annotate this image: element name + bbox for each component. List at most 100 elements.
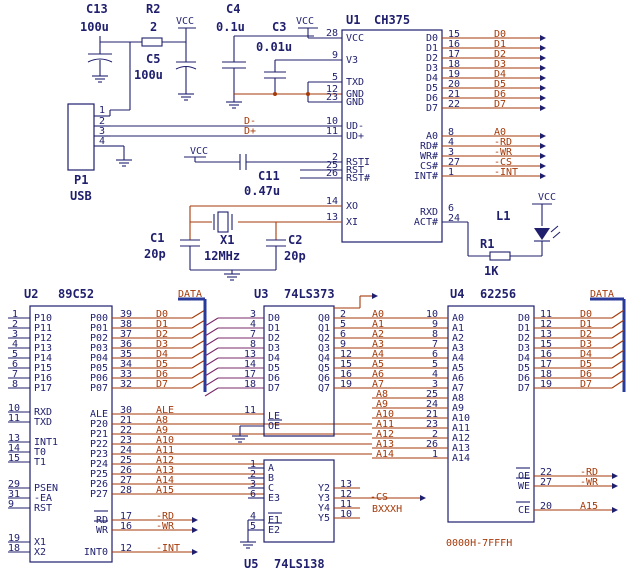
u1-pin-name: UD- xyxy=(346,121,364,132)
bus-entry xyxy=(204,327,219,337)
u2-pin-name: TXD xyxy=(34,417,52,428)
u4-pin-name: D0 xyxy=(518,313,530,324)
u4-pin-num: 27 xyxy=(540,477,552,488)
bus-label-data-right: DATA xyxy=(590,289,614,300)
u2-pin-num: 12 xyxy=(120,543,132,554)
u2-pin-name: P21 xyxy=(90,429,108,440)
u5-pin-name: E3 xyxy=(268,493,280,504)
u5-ref: U5 xyxy=(244,557,258,571)
u1-pin-num: 17 xyxy=(448,49,460,60)
u3-pin-num: 3 xyxy=(250,309,256,320)
u1-pin-name: D1 xyxy=(426,43,438,54)
r1-value: 1K xyxy=(484,264,499,278)
u2-pin-num: 38 xyxy=(120,319,132,330)
u4-pin-name: A12 xyxy=(452,433,470,444)
c11-ref: C11 xyxy=(258,169,280,183)
u5-pin-name: Y2 xyxy=(318,483,330,494)
u1-pin-name: RSTI xyxy=(346,157,370,168)
net-label: D6 xyxy=(494,89,506,100)
u4-pin-name: A2 xyxy=(452,333,464,344)
u2-pin-name: P17 xyxy=(34,383,52,394)
u2-pin-num: 15 xyxy=(8,453,20,464)
u4-pin-name: D2 xyxy=(518,333,530,344)
u3-pin-num: 19 xyxy=(340,379,352,390)
usb-pin-2: 2 xyxy=(99,116,105,127)
u3-pin-num: 6 xyxy=(340,329,346,340)
net-label: A1 xyxy=(372,319,384,330)
u3-part: 74LS373 xyxy=(284,287,335,301)
u2-pin-num: 6 xyxy=(12,359,18,370)
u2-pin-num: 25 xyxy=(120,455,132,466)
net-label: -WR xyxy=(494,147,513,158)
net-label: D1 xyxy=(156,319,168,330)
u3-pin-num: 14 xyxy=(244,359,256,370)
u1-pin-num: 24 xyxy=(448,213,460,224)
u2-pin-name: P06 xyxy=(90,373,108,384)
u2-pin-num: 11 xyxy=(8,413,20,424)
arrow-icon xyxy=(540,65,546,71)
u4-pin-name: D6 xyxy=(518,373,530,384)
u2-pin-name: P02 xyxy=(90,333,108,344)
usb-pin-3: 3 xyxy=(99,126,105,137)
u3-pin-name: Q1 xyxy=(318,323,330,334)
u3-pin-num: 2 xyxy=(340,309,346,320)
u5-pin-name: A xyxy=(268,463,274,474)
u1-pin-name: D5 xyxy=(426,83,438,94)
u2-pin-name: P22 xyxy=(90,439,108,450)
u4-pin-num: 17 xyxy=(540,359,552,370)
net-label: A13 xyxy=(376,439,394,450)
arrow-icon xyxy=(540,45,546,51)
u3-pin-name: D0 xyxy=(268,313,280,324)
u3-pin-name: D4 xyxy=(268,353,280,364)
net-label: A8 xyxy=(376,389,388,400)
u3-pin-num: 17 xyxy=(244,369,256,380)
u2-pin-num: 34 xyxy=(120,359,132,370)
u4-pin-name: D3 xyxy=(518,343,530,354)
c3-capacitor xyxy=(264,60,286,94)
bus-entry xyxy=(191,329,206,339)
u2-pin-num: 10 xyxy=(8,403,20,414)
u4-pin-num: 3 xyxy=(432,379,438,390)
u4-pin-name: D4 xyxy=(518,353,530,364)
u5-pin-num: 11 xyxy=(340,499,352,510)
u3-pin-name: LE xyxy=(268,411,280,422)
u2-pin-name: WR xyxy=(96,525,109,536)
c4-value: 0.1u xyxy=(216,20,245,34)
decode-net-label: -CS xyxy=(370,492,388,503)
net-label: D5 xyxy=(494,79,506,90)
p1-part: USB xyxy=(70,189,92,203)
arrow-icon xyxy=(540,35,546,41)
r1-ref: R1 xyxy=(480,237,494,251)
usb-pin-1: 1 xyxy=(99,105,105,116)
arrow-icon xyxy=(192,527,198,533)
u4-pin-num: 16 xyxy=(540,349,552,360)
u1-pin-num: 15 xyxy=(448,29,460,40)
net-label: -RD xyxy=(494,137,512,148)
net-label: D7 xyxy=(580,379,592,390)
u1-pin-num: 21 xyxy=(448,89,460,100)
arrow-icon xyxy=(420,495,426,501)
u2-pin-name: P16 xyxy=(34,373,52,384)
u2-pin-num: 22 xyxy=(120,425,132,436)
u2-pin-num: 23 xyxy=(120,435,132,446)
u1-pin-name: INT# xyxy=(414,171,438,182)
bus-entry xyxy=(204,357,219,367)
bus-entry xyxy=(191,369,206,379)
u2-pin-num: 35 xyxy=(120,349,132,360)
u2-pin-name: P00 xyxy=(90,313,108,324)
bus-entry xyxy=(611,329,625,339)
u1-pin-name: CS# xyxy=(420,161,438,172)
vcc-label-3: VCC xyxy=(190,146,208,157)
u1-pin-name: GND xyxy=(346,97,364,108)
u2-part: 89C52 xyxy=(58,287,94,301)
x1-ref: X1 xyxy=(220,233,234,247)
u1-pin-name: V3 xyxy=(346,55,358,66)
u5-pin-name: E2 xyxy=(268,525,280,536)
net-label: A0 xyxy=(372,309,384,320)
u4-pin-num: 1 xyxy=(432,449,438,460)
r2-ref: R2 xyxy=(146,2,160,16)
net-label: D4 xyxy=(580,349,592,360)
